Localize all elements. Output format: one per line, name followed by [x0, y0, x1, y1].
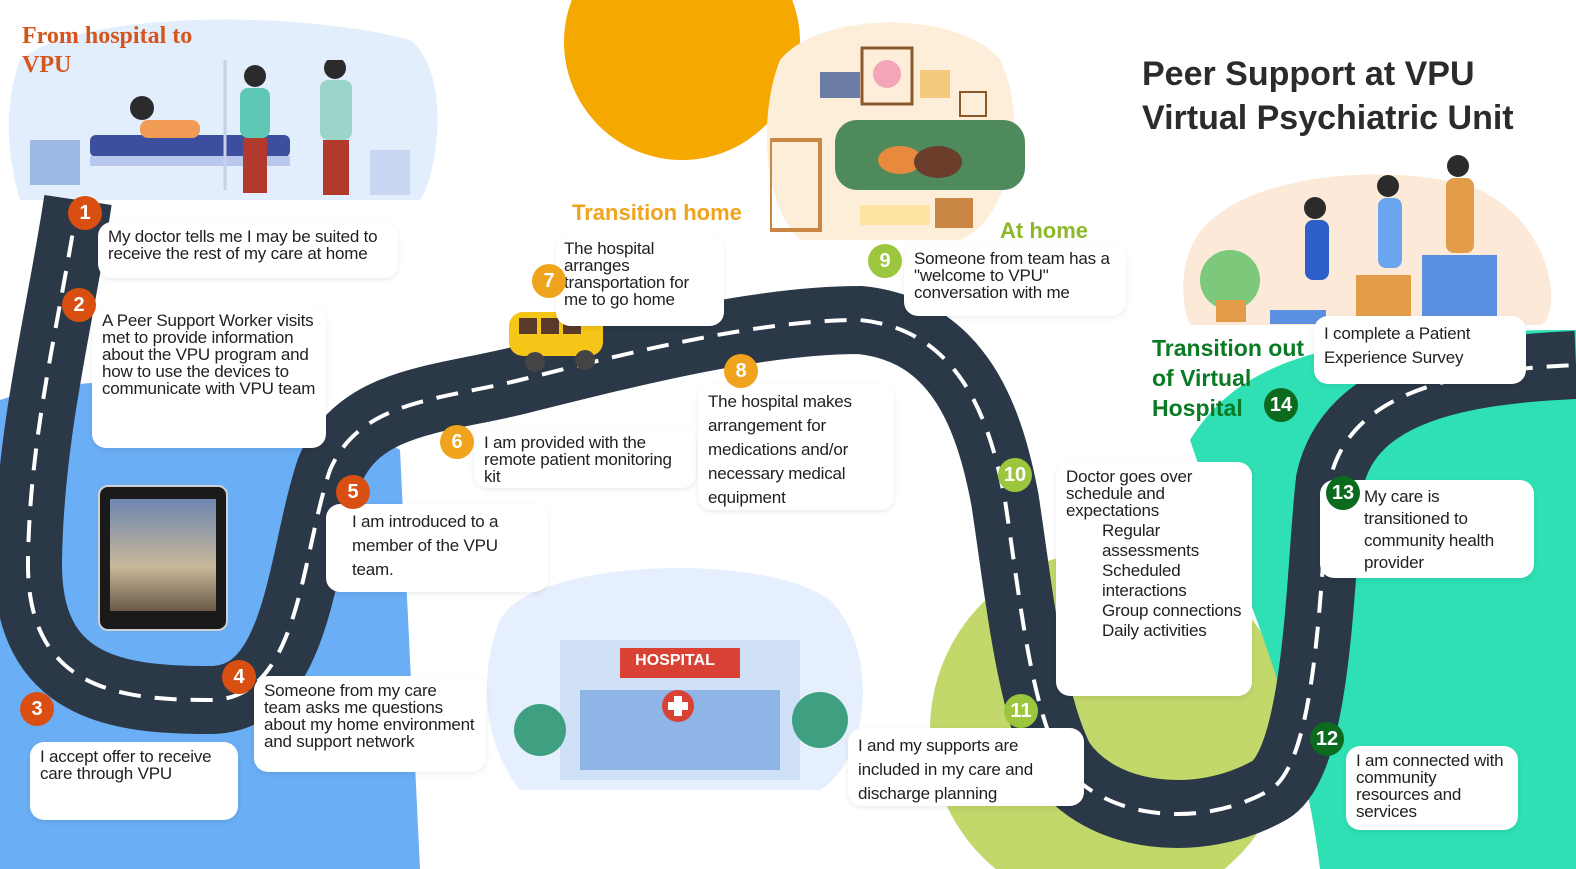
step-number-10: 10 — [998, 458, 1032, 492]
hospital-sign: HOSPITAL — [635, 652, 715, 669]
step-number-12: 12 — [1310, 722, 1344, 756]
step-number-8: 8 — [724, 354, 758, 388]
hospital-bed-illustration — [30, 60, 410, 195]
hospital-building-illustration — [514, 640, 848, 780]
step-card-7: The hospital arranges transportation for… — [556, 234, 724, 326]
step-number-1: 1 — [68, 196, 102, 230]
step-number-2: 2 — [62, 288, 96, 322]
tablet-device — [98, 485, 228, 631]
step-card-10: Doctor goes over schedule and expectatio… — [1056, 462, 1252, 696]
label-at-home: At home — [1000, 218, 1088, 243]
sun-shape — [564, 0, 800, 160]
list-item: Daily activities — [1102, 621, 1207, 640]
teal-area — [1190, 330, 1576, 869]
peer-help-illustration — [1200, 155, 1497, 325]
step-number-14: 14 — [1264, 388, 1298, 422]
step-card-3: I accept offer to receive care through V… — [30, 742, 238, 820]
step-card-1: My doctor tells me I may be suited to re… — [98, 222, 398, 278]
living-room-illustration — [770, 46, 1025, 232]
step-card-2: A Peer Support Worker visits met to prov… — [92, 306, 326, 448]
step-card-12: I am connected with community resources … — [1346, 746, 1518, 830]
step-number-3: 3 — [20, 692, 54, 726]
step-number-5: 5 — [336, 475, 370, 509]
step-number-13: 13 — [1326, 476, 1360, 510]
step-card-6: I am provided with the remote patient mo… — [474, 428, 696, 488]
page-title: Peer Support at VPU Virtual Psychiatric … — [1142, 52, 1514, 140]
step-card-11: I and my supports are included in my car… — [848, 728, 1084, 806]
step-card-5: I am introduced to a member of the VPU t… — [326, 504, 548, 592]
step-number-6: 6 — [440, 425, 474, 459]
step-number-11: 11 — [1004, 694, 1038, 728]
step-10-list: Regular assessments Scheduled interactio… — [1066, 521, 1242, 641]
list-item: Scheduled interactions — [1102, 561, 1187, 600]
list-item: Regular assessments — [1102, 521, 1200, 560]
step-card-14: I complete a Patient Experience Survey — [1314, 316, 1526, 384]
tablet-screen — [110, 499, 216, 611]
label-transition-out: Transition out of Virtual Hospital — [1152, 335, 1305, 421]
list-item: Group connections — [1102, 601, 1242, 620]
title-line-2: Virtual Psychiatric Unit — [1142, 99, 1514, 137]
step-card-8: The hospital makes arrangement for medic… — [698, 384, 894, 510]
title-line-1: Peer Support at VPU — [1142, 55, 1475, 93]
step-number-7: 7 — [532, 264, 566, 298]
step-card-4: Someone from my care team asks me questi… — [254, 676, 486, 772]
step-10-text: Doctor goes over schedule and expectatio… — [1066, 467, 1193, 520]
step-card-9: Someone from team has a "welcome to VPU"… — [904, 244, 1126, 316]
step-number-4: 4 — [222, 660, 256, 694]
step-number-9: 9 — [868, 244, 902, 278]
label-transition-home: Transition home — [572, 200, 742, 225]
label-from-hospital: From hospital to VPU — [22, 23, 193, 78]
